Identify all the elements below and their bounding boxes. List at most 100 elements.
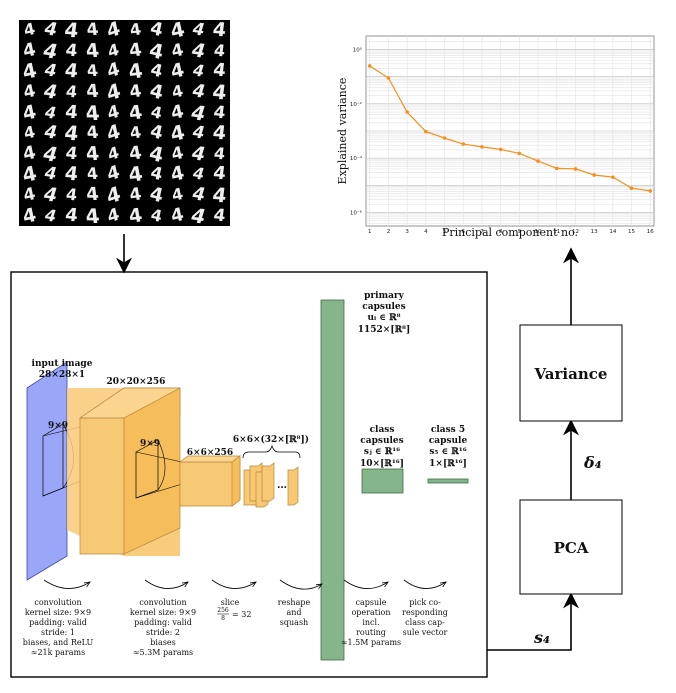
pca-box bbox=[519, 499, 623, 595]
s4-label: s₄ bbox=[533, 628, 550, 647]
svg-text:8: 8 bbox=[221, 615, 225, 622]
svg-text:sⱼ ∈ ℝ¹⁶: sⱼ ∈ ℝ¹⁶ bbox=[364, 447, 400, 457]
network-to-pca-arrow bbox=[487, 592, 579, 651]
data-point bbox=[461, 142, 466, 146]
y-tick-label: 10⁻⁴ bbox=[350, 155, 363, 162]
x-tick-label: 7 bbox=[480, 229, 484, 235]
op5-description: capsule operation incl. routing ≈1.5M pa… bbox=[341, 598, 401, 647]
y-tick-label: 10⁻⁶ bbox=[350, 209, 363, 216]
svg-text:capsules: capsules bbox=[362, 302, 405, 312]
class5-capsule-label: class 5 capsule s₅ ∈ ℝ¹⁶ 1×[ℝ¹⁶] bbox=[429, 425, 468, 469]
svg-text:class cap-: class cap- bbox=[405, 618, 445, 627]
svg-text:class 5: class 5 bbox=[431, 425, 465, 435]
svg-text:squash: squash bbox=[280, 618, 308, 627]
svg-text:≈1.5M params: ≈1.5M params bbox=[341, 638, 401, 647]
grid-ellipsis: … bbox=[277, 480, 287, 491]
svg-text:≈21k params: ≈21k params bbox=[31, 648, 85, 657]
variance-label: Variance bbox=[534, 365, 608, 383]
data-point bbox=[611, 175, 615, 179]
svg-text:capsules: capsules bbox=[360, 436, 403, 446]
conv2-dim: 6×6×256 bbox=[187, 448, 233, 458]
svg-text:padding: valid: padding: valid bbox=[29, 618, 87, 627]
kernel2-rays bbox=[135, 439, 183, 499]
data-point bbox=[573, 167, 578, 171]
x-tick-label: 14 bbox=[609, 229, 616, 235]
svg-text:= 32: = 32 bbox=[232, 610, 251, 619]
delta4-label: δ₄ bbox=[583, 453, 602, 472]
svg-text:capsule: capsule bbox=[356, 598, 387, 607]
x-tick-label: 1 bbox=[368, 229, 372, 235]
primary-capsules-bar bbox=[320, 299, 345, 661]
variance-box bbox=[519, 324, 623, 422]
svg-text:incl.: incl. bbox=[362, 618, 379, 627]
op1-description: convolution kernel size: 9×9 padding: va… bbox=[23, 598, 94, 657]
x-tick-label: 6 bbox=[461, 229, 465, 235]
svg-text:operation: operation bbox=[351, 608, 390, 617]
op3-description: slice 256 8 = 32 bbox=[217, 598, 251, 622]
svg-text:pick co-: pick co- bbox=[409, 598, 441, 607]
data-point bbox=[536, 159, 540, 163]
kernel1-label: 9×9 bbox=[48, 421, 68, 431]
op6-description: pick co- responding class cap- sule vect… bbox=[402, 598, 448, 637]
data-point bbox=[442, 136, 447, 140]
data-point bbox=[592, 173, 596, 177]
op6-arrow bbox=[403, 579, 446, 589]
y-tick-label: 10⁻² bbox=[350, 101, 362, 108]
x-tick-label: 4 bbox=[424, 229, 428, 235]
data-point bbox=[424, 129, 428, 134]
svg-text:10×[ℝ¹⁶]: 10×[ℝ¹⁶] bbox=[360, 459, 404, 469]
series-points bbox=[367, 64, 653, 193]
conv1-dim: 20×20×256 bbox=[107, 377, 166, 387]
class5-capsule-box bbox=[427, 478, 469, 484]
svg-text:responding: responding bbox=[402, 608, 448, 617]
class-capsules-box bbox=[361, 468, 404, 494]
svg-text:sule vector: sule vector bbox=[403, 628, 448, 637]
x-tick-label: 16 bbox=[647, 229, 654, 235]
data-point bbox=[629, 186, 634, 191]
network-frame bbox=[10, 271, 488, 678]
op5-arrow bbox=[343, 579, 388, 589]
capsule-grid-slices bbox=[243, 462, 299, 508]
svg-text:padding: valid: padding: valid bbox=[134, 618, 192, 627]
svg-text:biases: biases bbox=[150, 638, 175, 647]
x-tick-label: 8 bbox=[499, 229, 503, 235]
series-line bbox=[369, 65, 651, 192]
data-point bbox=[405, 110, 409, 114]
pca-label: PCA bbox=[554, 539, 589, 557]
x-tick-label: 10 bbox=[535, 229, 542, 235]
chart-grid bbox=[366, 36, 654, 226]
primary-capsules-label: primary capsules uᵢ ∈ ℝ⁸ 1152×[ℝ⁸] bbox=[358, 291, 411, 335]
svg-text:and: and bbox=[286, 608, 301, 617]
x-tick-label: 13 bbox=[591, 229, 598, 235]
data-point bbox=[480, 145, 484, 149]
svg-text:capsule: capsule bbox=[429, 436, 468, 446]
input-image-title: input image bbox=[32, 359, 93, 369]
svg-text:1152×[ℝ⁸]: 1152×[ℝ⁸] bbox=[358, 325, 411, 335]
op4-arrow bbox=[279, 579, 322, 590]
conv1-volume bbox=[67, 387, 181, 556]
svg-text:≈5.3M params: ≈5.3M params bbox=[133, 648, 193, 657]
svg-text:stride: 2: stride: 2 bbox=[146, 628, 180, 637]
capsule-grid-dim: 6×6×(32×[ℝ⁸]) bbox=[233, 434, 309, 445]
x-tick-label: 9 bbox=[518, 229, 522, 235]
svg-text:256: 256 bbox=[217, 607, 229, 614]
data-point bbox=[386, 76, 391, 80]
x-axis-label: Principal component no. bbox=[442, 226, 578, 239]
svg-text:kernel size: 9×9: kernel size: 9×9 bbox=[25, 608, 91, 617]
svg-text:primary: primary bbox=[364, 291, 405, 301]
grid-brace bbox=[242, 444, 301, 459]
data-point bbox=[554, 166, 559, 171]
svg-text:class: class bbox=[370, 425, 395, 435]
input-image-plane bbox=[26, 361, 68, 581]
svg-text:convolution: convolution bbox=[34, 598, 81, 607]
svg-text:uᵢ ∈ ℝ⁸: uᵢ ∈ ℝ⁸ bbox=[367, 313, 400, 323]
op2-description: convolution kernel size: 9×9 padding: va… bbox=[130, 598, 196, 657]
svg-text:1×[ℝ¹⁶]: 1×[ℝ¹⁶] bbox=[429, 459, 467, 469]
svg-text:s₅ ∈ ℝ¹⁶: s₅ ∈ ℝ¹⁶ bbox=[429, 447, 466, 457]
op4-description: reshape and squash bbox=[278, 598, 311, 627]
x-tick-label: 11 bbox=[553, 229, 560, 235]
op1-arrow bbox=[43, 579, 90, 589]
data-point bbox=[517, 151, 522, 156]
